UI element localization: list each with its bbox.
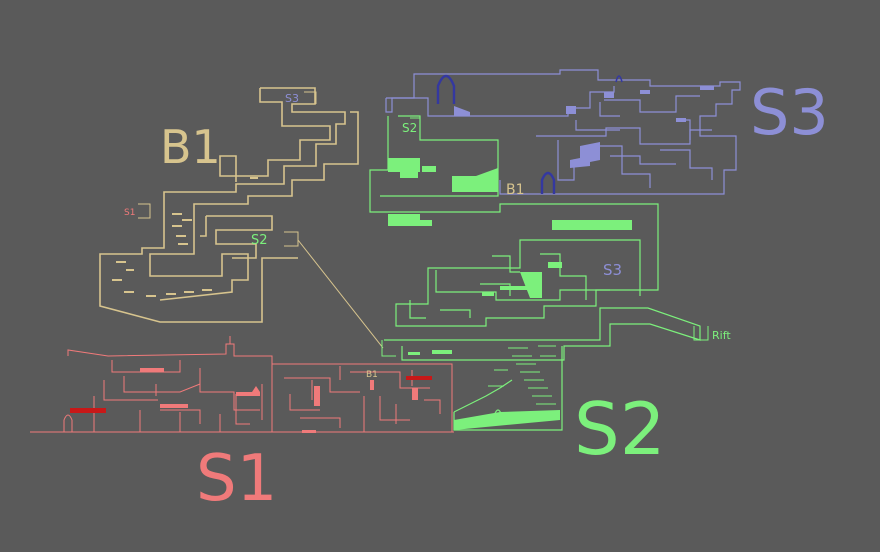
s1-outer-wall — [67, 343, 453, 432]
b1-link-label-s2: S2 — [251, 233, 268, 248]
s3-inner-wall-7 — [575, 120, 620, 131]
s2-inner-wall-3 — [384, 307, 701, 361]
s2-outer-wall — [369, 116, 659, 327]
s2-inner-wall-8 — [440, 309, 471, 318]
s2-stairs — [453, 379, 513, 413]
s2-inner-wall-7 — [540, 253, 587, 300]
b1-inner-wall — [219, 88, 331, 182]
b1-link-label-s1: S1 — [124, 208, 135, 218]
s2-inner-wall-6 — [480, 283, 511, 296]
b1-inner-wall-2 — [149, 111, 359, 301]
s2-inner-wall-5 — [492, 255, 520, 273]
s1-wall-2 — [123, 376, 201, 393]
s3-inner-wall-2 — [536, 127, 712, 145]
s1-wall-13 — [300, 417, 341, 428]
s1-verticals — [93, 336, 413, 432]
region-label-s3: S3 — [750, 76, 829, 149]
s1-arch — [63, 414, 73, 432]
b1-connector — [297, 239, 384, 349]
b1-link-label-s3: S3 — [285, 92, 299, 105]
s1-wall-3 — [103, 380, 158, 401]
region-label-s2: S2 — [574, 387, 666, 471]
s2-region — [369, 115, 709, 431]
s3-inner-wall-6 — [610, 155, 676, 165]
s2-link-label-s2: S2 — [402, 121, 417, 135]
s2-link-label-b1: B1 — [506, 182, 525, 198]
s3-inner-wall-4 — [604, 95, 700, 113]
b1-s1-gate — [138, 203, 151, 219]
s1-link-label-b1: B1 — [366, 370, 378, 380]
s3-arch-small — [615, 75, 623, 83]
s1-wall-4 — [199, 368, 260, 411]
s2-rift-gate — [693, 326, 709, 341]
s2-arch — [493, 409, 503, 417]
s1-dark-ledges — [70, 376, 432, 413]
s2-inner-wall — [380, 115, 499, 197]
s1-ledges — [140, 368, 418, 433]
s3-outer-wall — [386, 69, 741, 195]
region-label-b1: B1 — [160, 120, 221, 174]
s3-arch-right — [540, 171, 556, 194]
b1-s2-gate — [284, 231, 299, 247]
b1-s3-gate — [304, 91, 317, 104]
s1-wall-6 — [284, 377, 360, 393]
s3-ledges — [454, 86, 714, 168]
s3-inner-wall-9 — [680, 119, 691, 140]
s3-region — [385, 69, 741, 195]
s2-steps — [488, 345, 556, 405]
s3-inner-wall-5 — [660, 149, 713, 180]
b1-outer-wall — [99, 87, 346, 323]
s2-ledges — [388, 158, 632, 430]
s1-wall-7 — [289, 394, 320, 411]
b1-region — [99, 87, 384, 349]
s2-b1-gate — [381, 340, 396, 357]
s1-wall-9 — [379, 396, 410, 421]
s2-link-label-rift: Rift — [712, 329, 731, 342]
s1-wall-12 — [424, 399, 441, 414]
b1-inner-wall-3 — [206, 215, 273, 259]
s1-wall-11 — [160, 409, 201, 424]
s2-inner-wall-9 — [409, 300, 426, 319]
s3-arch-left — [436, 74, 456, 104]
s2-inner-wall-2 — [435, 270, 610, 301]
s1-wall-10 — [235, 394, 250, 425]
s3-inner-wall — [385, 86, 615, 117]
s3-inner-wall-8 — [599, 102, 620, 117]
b1-platforms — [112, 177, 258, 297]
s1-region — [30, 336, 454, 433]
region-label-s1: S1 — [196, 442, 277, 516]
b1-inner-wall-4 — [200, 216, 207, 237]
s2-link-label-s3: S3 — [603, 261, 622, 279]
